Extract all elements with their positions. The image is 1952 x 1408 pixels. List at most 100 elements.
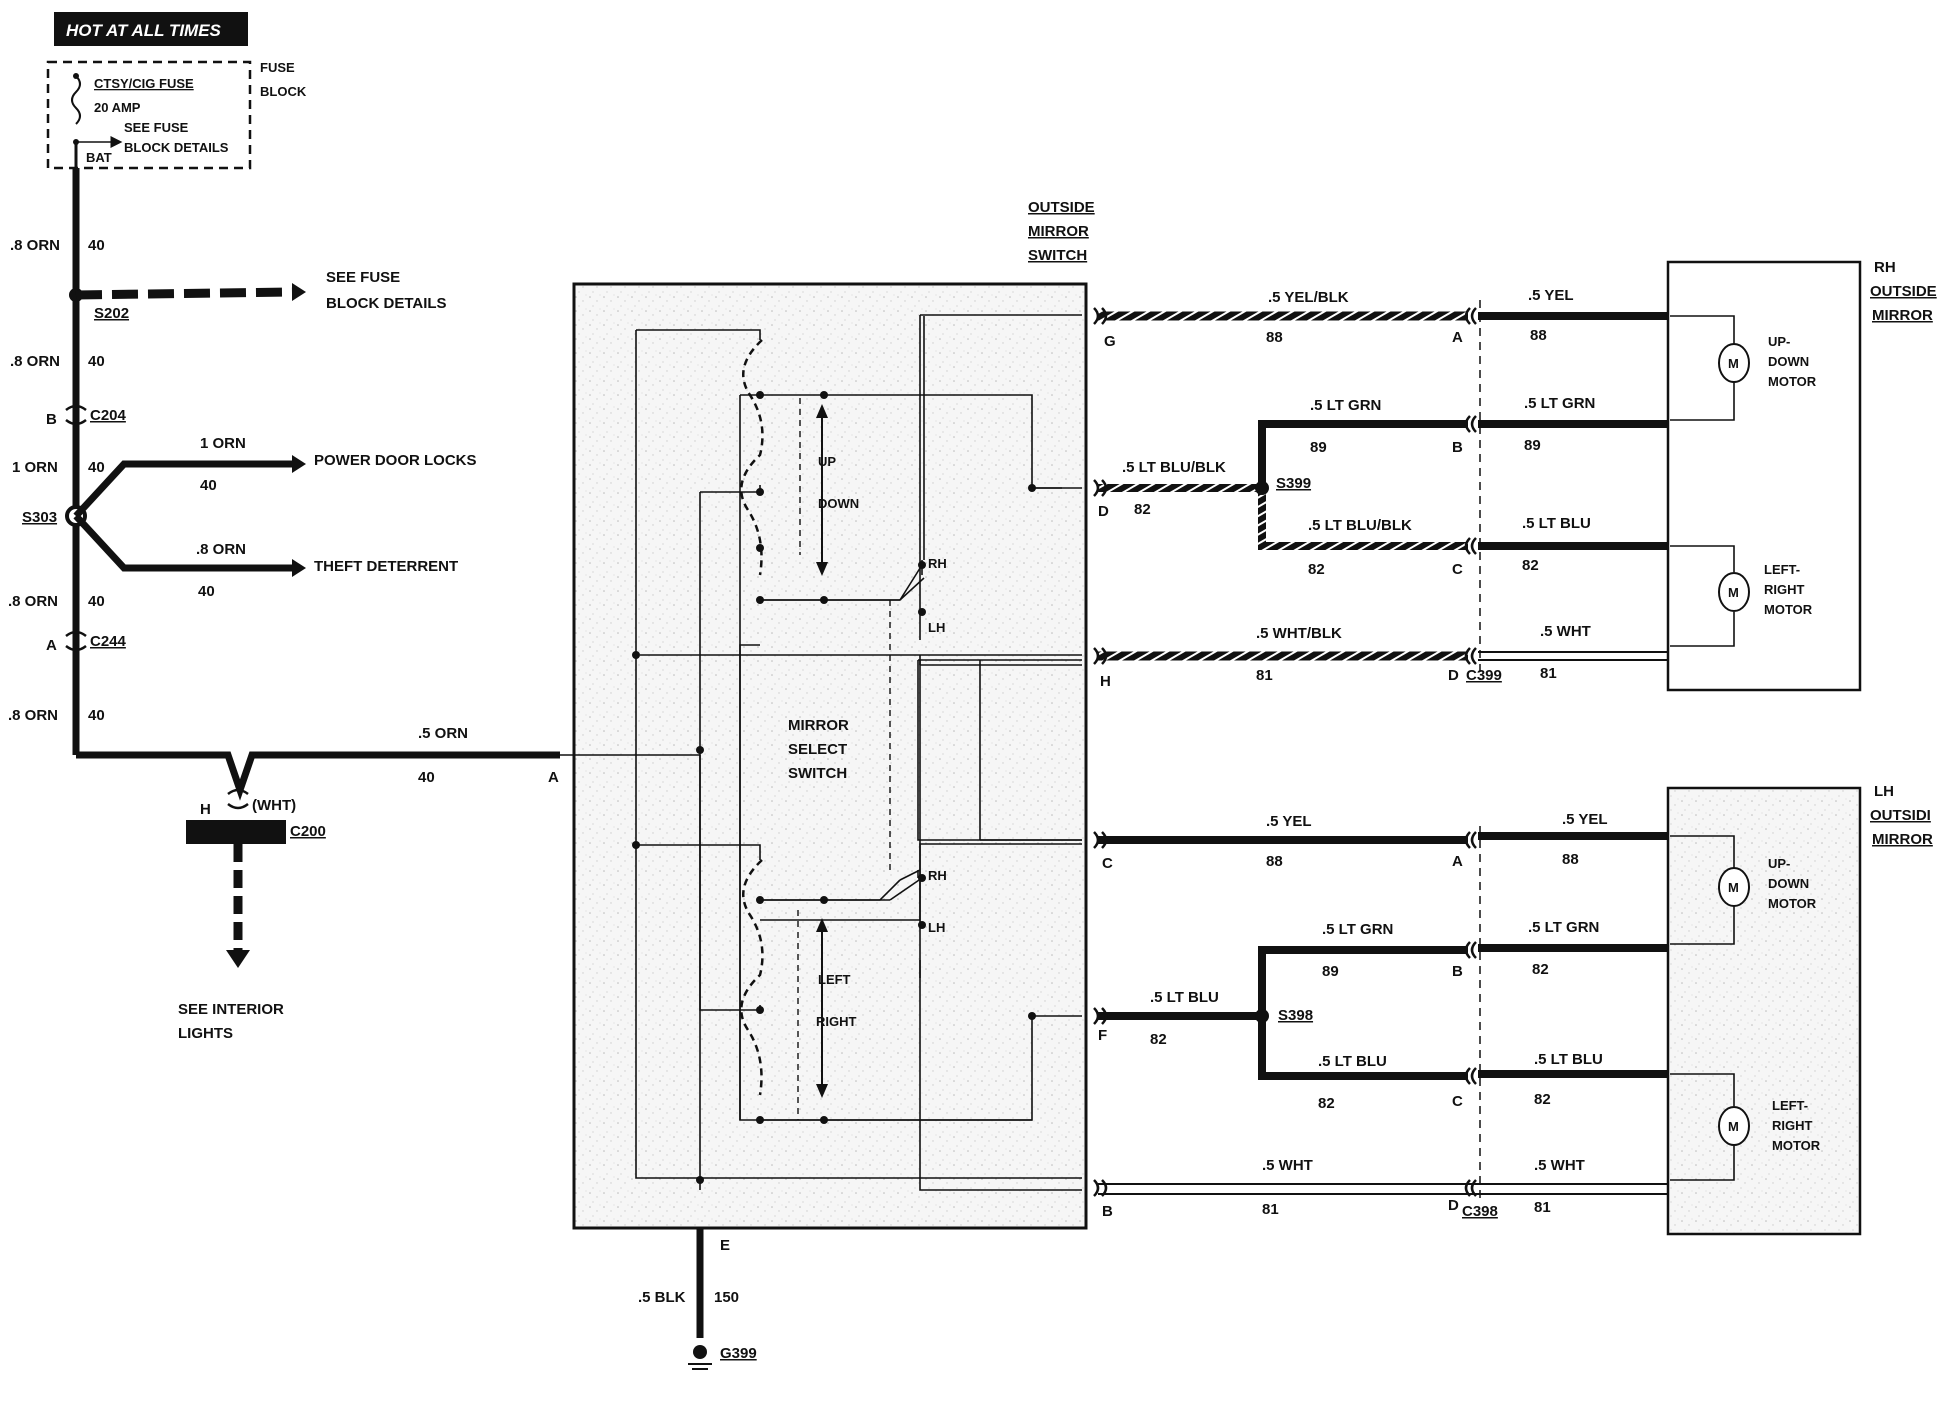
switch-title: OUTSIDE: [1028, 199, 1095, 216]
wire-label: .5 LT GRN: [1528, 919, 1599, 936]
branch-power-door-locks: [73, 460, 295, 519]
circuit-number: 81: [1540, 665, 1557, 682]
motor-icon: [1718, 1106, 1750, 1146]
wire-label: .5 YEL: [1562, 811, 1608, 828]
arrow-icon: [292, 455, 306, 473]
wire-label: .5 LT GRN: [1310, 397, 1381, 414]
switch-up-label: UP: [818, 454, 836, 469]
wire-label: .5 YEL: [1266, 813, 1312, 830]
svg-text:UP-: UP-: [1768, 334, 1790, 349]
mirror-label: MIRROR: [1872, 307, 1933, 324]
mirror-select-label: SELECT: [788, 741, 847, 758]
svg-text:RIGHT: RIGHT: [1772, 1118, 1813, 1133]
fuse-block-label-2: BLOCK: [260, 84, 307, 99]
mirror-label: RH: [1874, 259, 1896, 276]
wire-label: .5 YEL/BLK: [1268, 289, 1349, 306]
wire-label: .5 LT BLU: [1522, 515, 1591, 532]
connector-pin: A: [1452, 329, 1463, 346]
splice-s398: [1255, 1009, 1269, 1023]
motor-icon: [1718, 343, 1750, 383]
connector-pin: D: [1448, 667, 1459, 684]
wire-label: .5 LT BLU/BLK: [1122, 459, 1226, 476]
mirror-select-label: MIRROR: [788, 717, 849, 734]
wire-label: .5 LT BLU/BLK: [1308, 517, 1412, 534]
connector-pin: C: [1102, 855, 1113, 872]
lh-up-down-motor: M UP- DOWN MOTOR: [1670, 835, 1817, 945]
svg-text:BLOCK DETAILS: BLOCK DETAILS: [124, 140, 229, 155]
splice-label: S303: [22, 509, 57, 526]
arrow-icon: [292, 559, 306, 577]
wire-label: .8 ORN: [8, 707, 58, 724]
connector-pin: D: [1098, 503, 1109, 520]
fuse-block-label-1: FUSE: [260, 60, 295, 75]
connector-pin: B: [1452, 963, 1463, 980]
rh-wires: [1098, 300, 1670, 680]
svg-text:MOTOR: MOTOR: [1768, 374, 1817, 389]
outside-mirror-switch: [572, 282, 1088, 1230]
connector-label: C398: [1462, 1203, 1498, 1220]
connector-pin: G: [1104, 333, 1116, 350]
rh-outside-mirror: [1666, 260, 1862, 692]
circuit-number: 40: [88, 353, 105, 370]
ground-icon: [688, 1345, 712, 1370]
lh-wires: [1098, 826, 1670, 1200]
motor-icon: [1718, 572, 1750, 612]
connector-pin: D: [1448, 1197, 1459, 1214]
switch-title: MIRROR: [1028, 223, 1089, 240]
circuit-number: 40: [198, 583, 215, 600]
svg-text:LEFT-: LEFT-: [1772, 1098, 1808, 1113]
circuit-number: 89: [1322, 963, 1339, 980]
connector-c200: [227, 788, 249, 810]
switch-rh-label: RH: [928, 556, 947, 571]
switch-wire: [899, 564, 923, 601]
wire-label: .5 WHT: [1262, 1157, 1313, 1174]
circuit-number: 88: [1530, 327, 1547, 344]
wire-label: .8 ORN: [196, 541, 246, 558]
mirror-label: MIRROR: [1872, 831, 1933, 848]
connector-pin: H: [200, 801, 211, 818]
circuit-number: 81: [1262, 1201, 1279, 1218]
circuit-number: 82: [1534, 1091, 1551, 1108]
wire-label: .8 ORN: [10, 353, 60, 370]
circuit-number: 40: [418, 769, 435, 786]
switch-rh-label: RH: [928, 868, 947, 883]
down-arrow-icon: [816, 562, 828, 576]
rh-connectors: [1093, 307, 1477, 665]
circuit-number: 82: [1522, 557, 1539, 574]
wire-label: 1 ORN: [200, 435, 246, 452]
connector-color: (WHT): [252, 797, 296, 814]
connector-c204: [65, 404, 87, 426]
svg-text:M: M: [1728, 1119, 1739, 1134]
svg-text:20 AMP: 20 AMP: [94, 100, 141, 115]
branch-theft-deterrent: [73, 513, 295, 572]
circuit-number: 81: [1256, 667, 1273, 684]
wire-label: 1 ORN: [12, 459, 58, 476]
destination-label: POWER DOOR LOCKS: [314, 452, 477, 469]
svg-text:MOTOR: MOTOR: [1772, 1138, 1821, 1153]
svg-text:DOWN: DOWN: [1768, 876, 1809, 891]
svg-text:HOT AT ALL TIMES: HOT AT ALL TIMES: [66, 21, 222, 40]
connector-pin: C: [1452, 561, 1463, 578]
fuse-block: CTSY/CIG FUSE 20 AMP SEE FUSE BLOCK DETA…: [46, 60, 252, 170]
connector-pin: A: [548, 769, 559, 786]
destination-label: THEFT DETERRENT: [314, 558, 458, 575]
switch-down-label: DOWN: [818, 496, 859, 511]
circuit-number: 82: [1134, 501, 1151, 518]
svg-text:CTSY/CIG FUSE: CTSY/CIG FUSE: [94, 76, 194, 91]
connector-pin: B: [1102, 1203, 1113, 1220]
mirror-label: OUTSIDI: [1870, 807, 1931, 824]
rh-up-down-motor: M UP- DOWN MOTOR: [1670, 315, 1817, 421]
wire-label: .5 LT BLU: [1534, 1051, 1603, 1068]
circuit-number: 88: [1266, 853, 1283, 870]
wire-label: .5 LT BLU: [1150, 989, 1219, 1006]
svg-text:MOTOR: MOTOR: [1764, 602, 1813, 617]
rh-left-right-motor: M LEFT- RIGHT MOTOR: [1670, 545, 1813, 647]
wire-label: .5 LT BLU: [1318, 1053, 1387, 1070]
circuit-number: 88: [1266, 329, 1283, 346]
svg-text:BAT: BAT: [86, 150, 112, 165]
circuit-number: 82: [1308, 561, 1325, 578]
wire-label: .5 ORN: [418, 725, 468, 742]
connector-pin: E: [720, 1237, 730, 1254]
right-arrow-icon: [816, 1084, 828, 1098]
circuit-number: 89: [1524, 437, 1541, 454]
